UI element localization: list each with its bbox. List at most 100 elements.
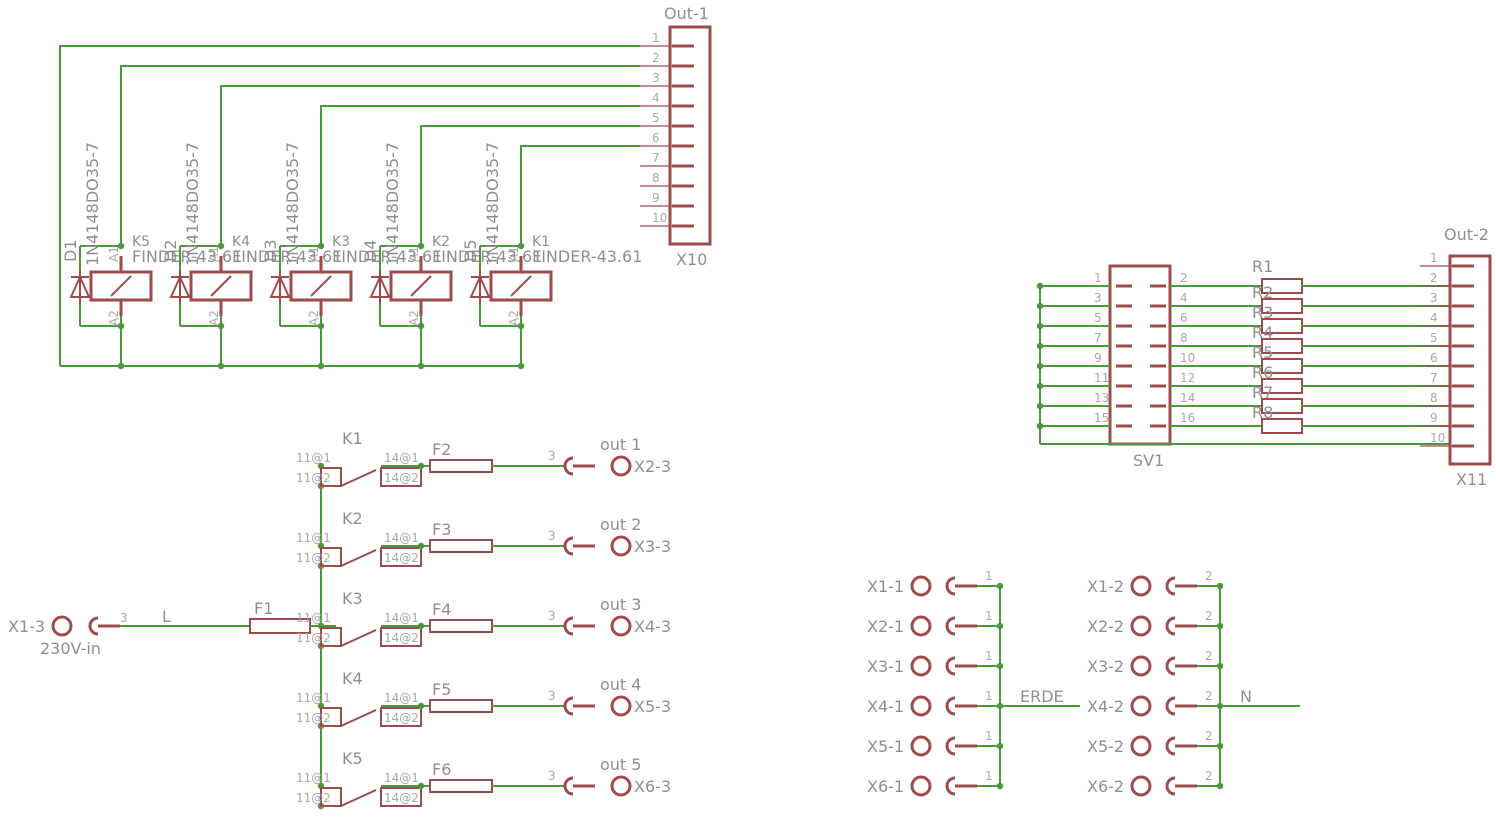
relay-value: FINDER-43.61: [532, 247, 642, 266]
relay-name: K1: [342, 429, 363, 448]
connector-name: X3-3: [634, 537, 671, 556]
pin-label: 14@2: [384, 471, 419, 485]
fuse-name: F6: [432, 760, 451, 779]
terminal-ring: [1130, 655, 1152, 677]
connector-value: Out-2: [1444, 225, 1489, 244]
resistor-name: R5: [1252, 343, 1273, 362]
connector-name: X10: [676, 250, 707, 269]
contact-pad: [380, 787, 422, 807]
terminal-ring: [910, 695, 932, 717]
pin-label: 11@2: [296, 551, 331, 565]
junction-dot: [1216, 782, 1224, 790]
plug-socket-arc: [1165, 616, 1176, 636]
terminal-ring: [910, 575, 932, 597]
coil-feed-wire: [520, 145, 640, 246]
connector-name: X1-1: [867, 577, 904, 596]
coil-pin-a2-label: A2: [307, 310, 321, 326]
junction-dot: [317, 322, 325, 330]
fuse-name: F1: [254, 599, 273, 618]
diode-value: 1N4148DO35-7: [383, 142, 402, 266]
pin-number: 1: [1430, 251, 1438, 265]
output-label: out 3: [600, 595, 641, 614]
plug-socket-arc: [945, 616, 956, 636]
pin-number: 1: [985, 729, 993, 743]
terminal-ring: [1130, 775, 1152, 797]
header-pin-number: 2: [1180, 271, 1188, 285]
terminal-ring: [51, 615, 73, 637]
connector-name: X11: [1456, 470, 1487, 489]
plug-socket-arc: [1165, 696, 1176, 716]
junction-dot: [217, 322, 225, 330]
header-pin-number: 1: [1094, 271, 1102, 285]
diode-value: 1N4148DO35-7: [83, 142, 102, 266]
relay-coil-slash: [310, 275, 332, 297]
pin-number: 1: [985, 609, 993, 623]
header-pin-number: 15: [1094, 411, 1109, 425]
junction-dot: [517, 322, 525, 330]
contact-pad: [380, 547, 422, 567]
header-pin-number: 3: [1094, 291, 1102, 305]
switch-blade: [340, 709, 377, 727]
output-label: out 5: [600, 755, 641, 774]
terminal-ring: [610, 695, 632, 717]
resistor-name: R4: [1252, 323, 1273, 342]
contact-pad: [380, 707, 422, 727]
pin-number: 3: [1430, 291, 1438, 305]
coil-pin-a1-label: A1: [107, 246, 121, 262]
switch-blade: [340, 469, 377, 487]
diode-value: 1N4148DO35-7: [483, 142, 502, 266]
junction-dot: [996, 702, 1004, 710]
relay-value: FINDER-43.61: [332, 247, 442, 266]
output-label: out 1: [600, 435, 641, 454]
junction-dot: [117, 362, 125, 370]
terminal-ring: [910, 735, 932, 757]
junction-dot: [417, 362, 425, 370]
pin-label: 11@2: [296, 631, 331, 645]
pin-number: 3: [652, 71, 660, 85]
connector-name: X3-1: [867, 657, 904, 676]
coil-feed-wire-1: [59, 45, 640, 366]
resistor-name: R3: [1252, 303, 1273, 322]
junction-dot: [996, 782, 1004, 790]
pin-number: 6: [1430, 351, 1438, 365]
coil-pin-a1-label: A1: [207, 246, 221, 262]
resistor-name: R8: [1252, 403, 1273, 422]
plug-socket-arc: [88, 616, 99, 636]
fuse-body: [429, 699, 493, 713]
relay-coil-slash: [210, 275, 232, 297]
plug-socket-arc: [945, 656, 956, 676]
coil-pin-a2-label: A2: [107, 310, 121, 326]
connector-name: X2-2: [1087, 617, 1124, 636]
junction-dot: [1216, 622, 1224, 630]
plug-socket-arc: [1165, 656, 1176, 676]
junction-dot: [1216, 582, 1224, 590]
diode-name: D1: [61, 240, 80, 263]
terminal-ring: [610, 535, 632, 557]
pin-number: 5: [652, 111, 660, 125]
header-name: SV1: [1133, 451, 1164, 470]
coil-feed-wire: [120, 65, 640, 246]
contact-pad: [320, 547, 342, 567]
output-label: out 2: [600, 515, 641, 534]
diode-name: D2: [161, 240, 180, 263]
connector-name: X1-3: [8, 617, 45, 636]
fuse-body: [429, 539, 493, 553]
pin-number: 3: [120, 611, 128, 625]
pin-number: 2: [1205, 729, 1213, 743]
diode-name: D4: [361, 240, 380, 263]
junction-dot: [217, 362, 225, 370]
switch-blade: [340, 789, 377, 807]
header-pin-number: 6: [1180, 311, 1188, 325]
pin-number: 1: [985, 569, 993, 583]
switch-blade: [340, 549, 377, 567]
header-body: [1108, 264, 1172, 446]
pin-number: 1: [985, 769, 993, 783]
terminal-ring: [1130, 615, 1152, 637]
